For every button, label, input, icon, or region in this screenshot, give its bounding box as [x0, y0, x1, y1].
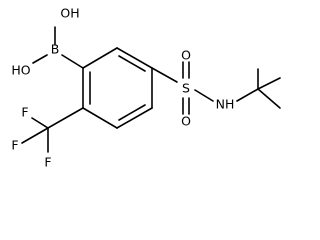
atom-label-oh-left: HO — [11, 63, 30, 78]
bond-cf3-f-left — [21, 127, 49, 144]
atom-labels: OH HO B S O O NH F F F — [11, 6, 234, 170]
bond-tbutyl-methyl-bottom — [257, 88, 281, 109]
bond-sulfur-nitrogen — [194, 89, 214, 102]
boronic-acid-group — [32, 26, 84, 69]
atom-label-fluorine-bottom: F — [44, 155, 51, 170]
atom-label-boron: B — [51, 42, 60, 57]
sulfonamide-group — [151, 61, 281, 115]
bond-tbutyl-methyl-right — [257, 77, 281, 90]
molecule-canvas: OH HO B S O O NH F F F — [11, 6, 281, 170]
atom-label-fluorine-top: F — [21, 105, 28, 120]
bond-ring-boron — [61, 54, 84, 69]
ring-bond-c6-c1 — [82, 47, 118, 69]
bond-ring-cf3 — [47, 107, 84, 129]
ring-double-bond-1 — [118, 55, 146, 72]
benzene-ring — [82, 47, 153, 129]
ring-bond-c3-c4 — [116, 107, 153, 129]
bond-ring-sulfur — [151, 67, 178, 83]
ring-bond-c4-c5 — [82, 107, 118, 129]
structure-diagram: OH HO B S O O NH F F F — [11, 6, 281, 170]
bond-nitrogen-carbon — [236, 88, 259, 102]
bond-cf3-f-top — [31, 117, 49, 129]
atom-label-oh-top: OH — [60, 6, 79, 21]
trifluoromethyl-group — [21, 107, 84, 153]
ring-double-bond-2 — [118, 104, 146, 121]
atom-label-nitrogen: NH — [216, 97, 235, 112]
atom-label-fluorine-left: F — [11, 138, 18, 153]
bond-boron-oh-left — [32, 54, 48, 64]
atom-label-sulfur: S — [182, 81, 190, 96]
atom-label-oxygen-bottom: O — [181, 114, 191, 129]
ring-bond-c1-c2 — [116, 47, 153, 69]
atom-label-oxygen-top: O — [181, 48, 191, 63]
